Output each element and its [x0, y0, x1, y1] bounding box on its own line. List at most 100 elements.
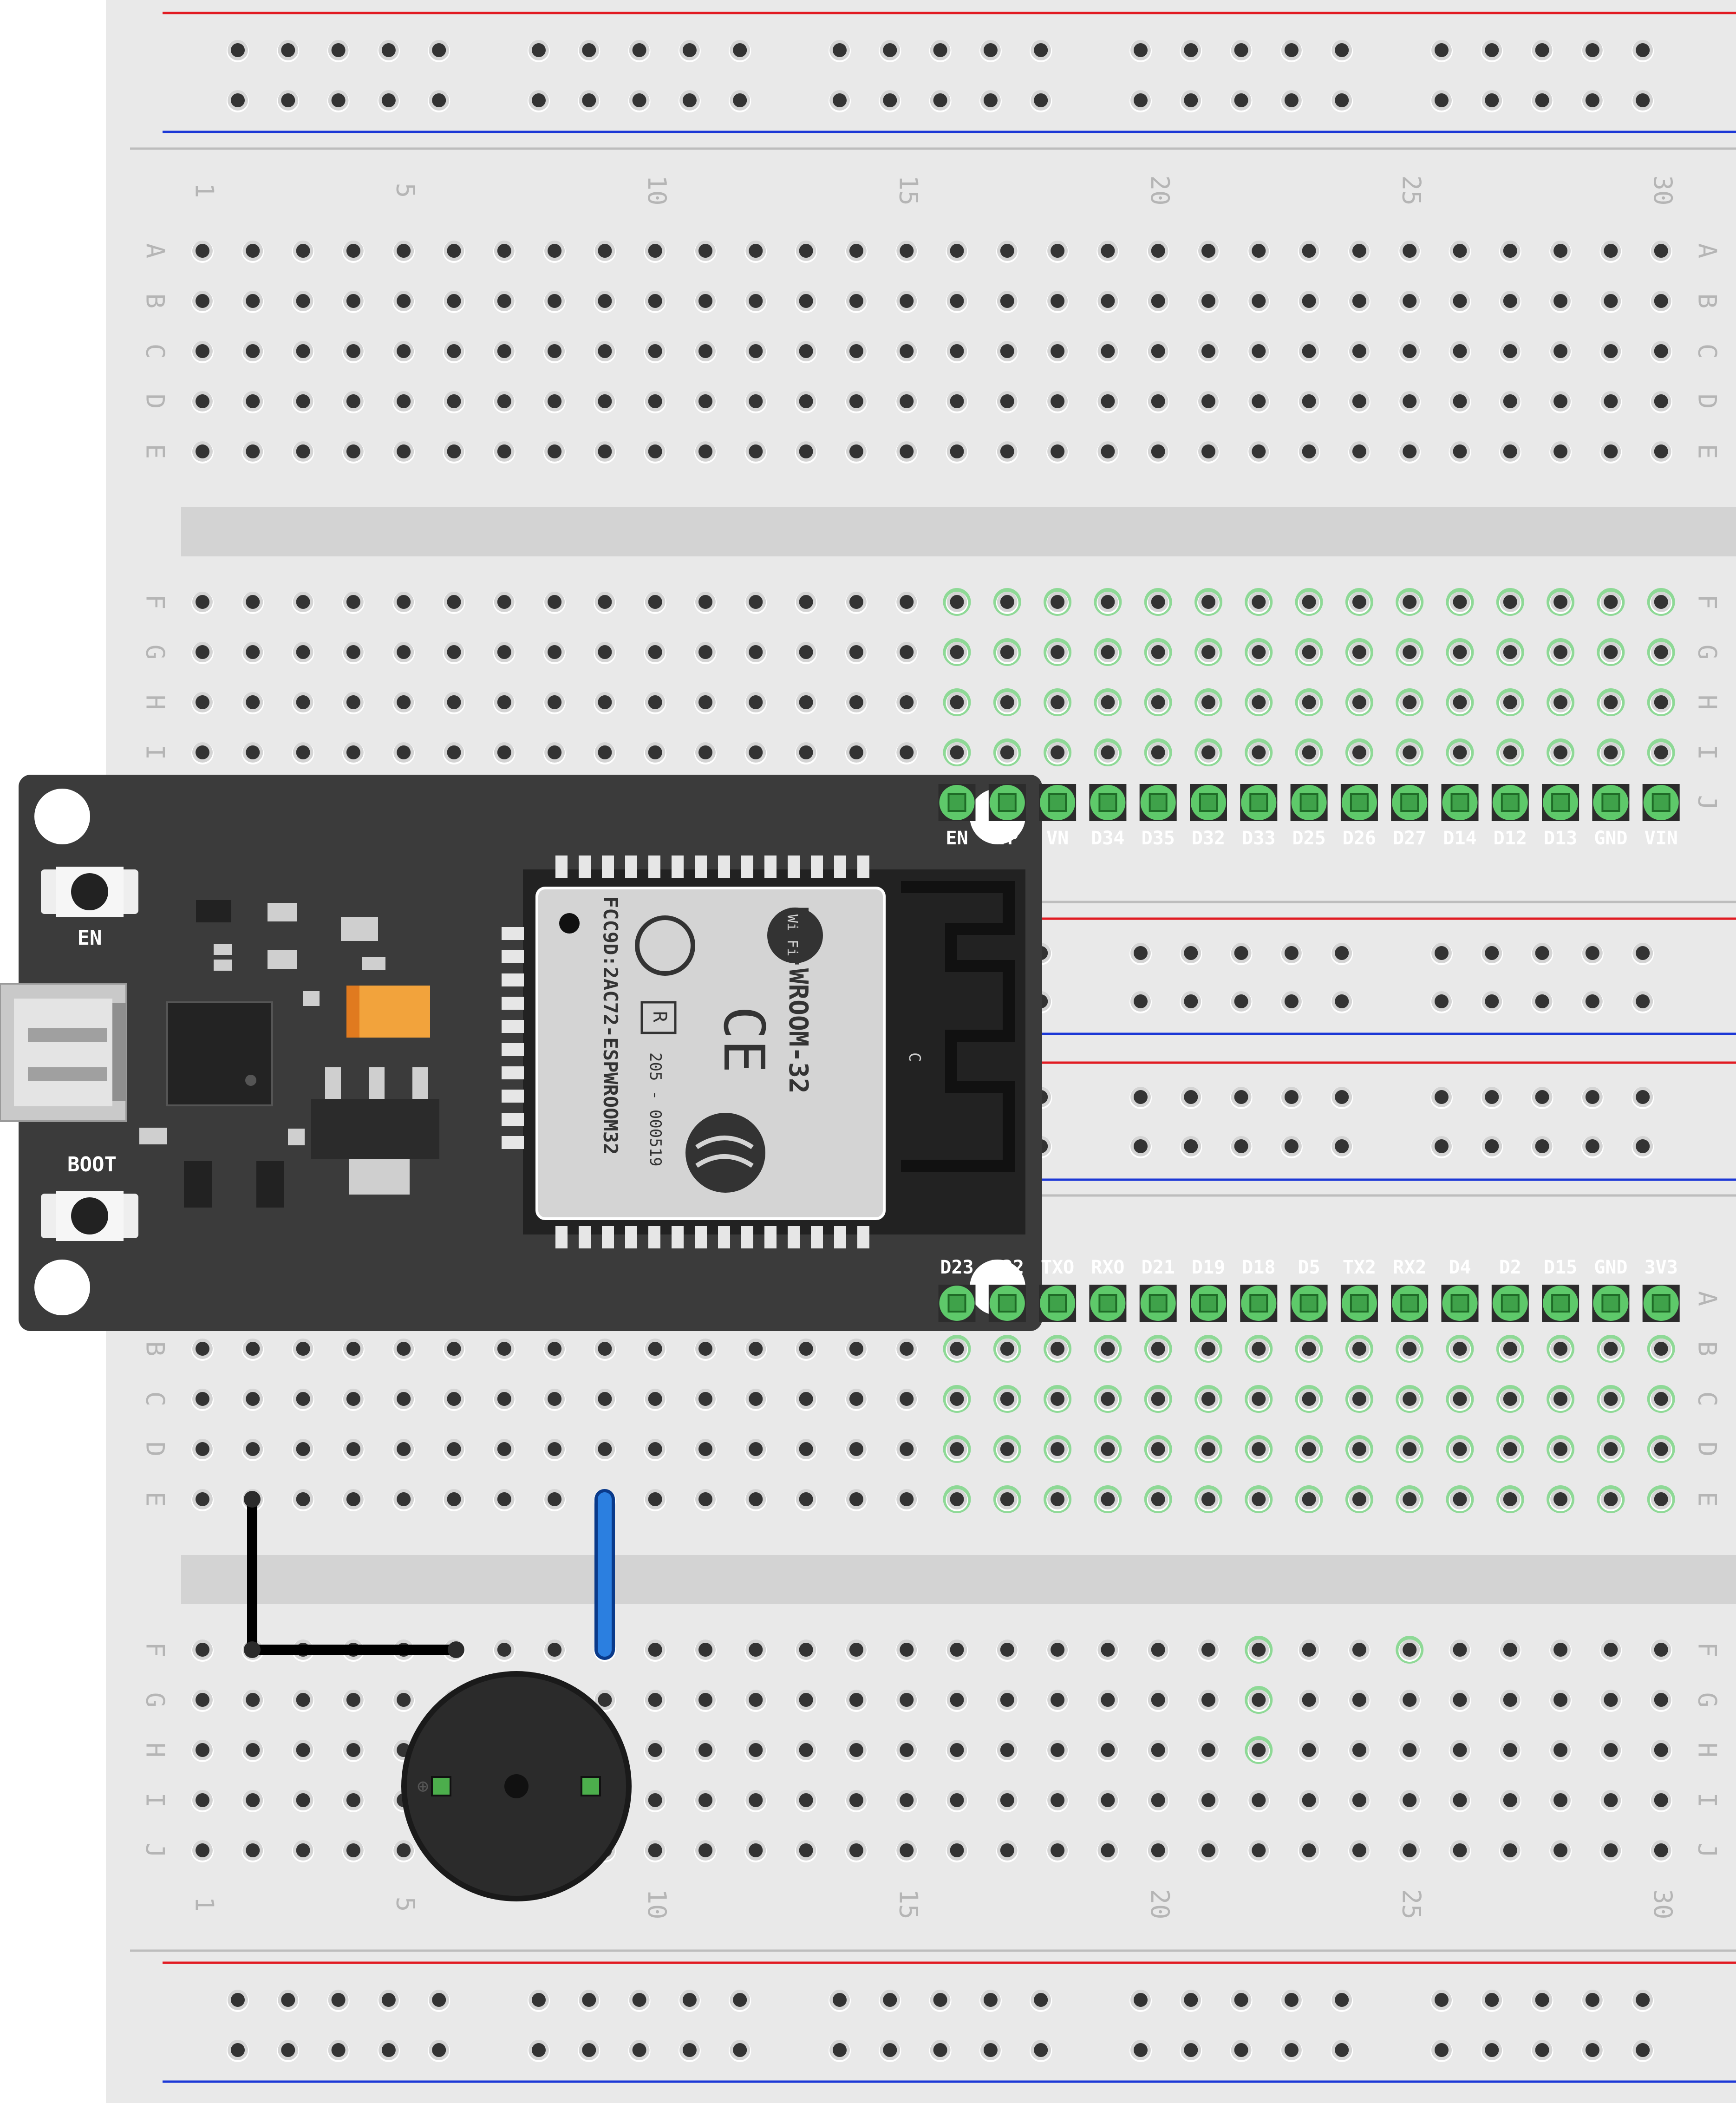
breadboard-hole[interactable] [744, 592, 767, 614]
breadboard-hole[interactable] [543, 1489, 566, 1511]
breadboard-hole[interactable] [1531, 90, 1553, 112]
breadboard-hole[interactable] [1331, 1990, 1353, 2012]
breadboard-hole[interactable] [1144, 1385, 1172, 1413]
breadboard-hole[interactable] [1295, 588, 1323, 616]
breadboard-hole[interactable] [1650, 1690, 1672, 1712]
breadboard-hole[interactable] [829, 40, 851, 62]
breadboard-hole[interactable] [1449, 241, 1471, 263]
breadboard-hole[interactable] [744, 742, 767, 764]
breadboard-hole[interactable] [996, 1740, 1018, 1762]
breadboard-hole[interactable] [191, 742, 214, 764]
breadboard-hole[interactable] [443, 1489, 465, 1511]
breadboard-hole[interactable] [241, 592, 264, 614]
breadboard-hole[interactable] [292, 391, 314, 413]
breadboard-hole[interactable] [943, 1485, 971, 1513]
breadboard-hole[interactable] [1345, 688, 1373, 716]
breadboard-hole[interactable] [1398, 391, 1421, 413]
header-pin[interactable] [1491, 784, 1529, 821]
breadboard-hole[interactable] [342, 642, 365, 664]
breadboard-hole[interactable] [795, 1690, 817, 1712]
breadboard-hole[interactable] [694, 1740, 717, 1762]
breadboard-hole[interactable] [1298, 1790, 1320, 1812]
breadboard-hole[interactable] [845, 692, 868, 714]
breadboard-hole[interactable] [1129, 1990, 1152, 2012]
breadboard-hole[interactable] [543, 742, 566, 764]
breadboard-hole[interactable] [594, 742, 616, 764]
breadboard-hole[interactable] [392, 291, 415, 313]
breadboard-hole[interactable] [744, 692, 767, 714]
breadboard-hole[interactable] [1295, 1485, 1323, 1513]
breadboard-hole[interactable] [241, 341, 264, 363]
breadboard-hole[interactable] [1129, 2040, 1152, 2062]
breadboard-hole[interactable] [292, 1690, 314, 1712]
breadboard-hole[interactable] [1280, 40, 1303, 62]
breadboard-hole[interactable] [1245, 638, 1273, 666]
breadboard-hole[interactable] [1430, 2040, 1453, 2062]
breadboard-hole[interactable] [342, 441, 365, 464]
breadboard-hole[interactable] [644, 341, 666, 363]
breadboard-hole[interactable] [1044, 738, 1072, 766]
breadboard-hole[interactable] [879, 40, 901, 62]
breadboard-hole[interactable] [1481, 90, 1503, 112]
breadboard-hole[interactable] [1345, 638, 1373, 666]
breadboard-hole[interactable] [744, 1439, 767, 1461]
breadboard-hole[interactable] [845, 241, 868, 263]
header-pin[interactable] [1441, 784, 1479, 821]
breadboard-hole[interactable] [744, 1840, 767, 1862]
breadboard-hole[interactable] [929, 2040, 952, 2062]
breadboard-hole[interactable] [543, 1389, 566, 1411]
breadboard-hole[interactable] [191, 241, 214, 263]
header-pin[interactable] [1542, 1285, 1579, 1322]
breadboard-hole[interactable] [1129, 40, 1152, 62]
breadboard-hole[interactable] [342, 592, 365, 614]
breadboard-hole[interactable] [1030, 90, 1052, 112]
breadboard-hole[interactable] [292, 441, 314, 464]
breadboard-hole[interactable] [1430, 40, 1453, 62]
breadboard-hole[interactable] [191, 1439, 214, 1461]
breadboard-hole[interactable] [1647, 1485, 1675, 1513]
breadboard-hole[interactable] [1197, 1740, 1220, 1762]
breadboard-hole[interactable] [1449, 1639, 1471, 1662]
breadboard-hole[interactable] [1581, 991, 1604, 1013]
breadboard-hole[interactable] [1647, 1335, 1675, 1363]
breadboard-hole[interactable] [744, 1690, 767, 1712]
breadboard-hole[interactable] [493, 291, 516, 313]
breadboard-hole[interactable] [1180, 2040, 1202, 2062]
breadboard-hole[interactable] [1348, 1740, 1371, 1762]
breadboard-hole[interactable] [1632, 991, 1654, 1013]
breadboard-hole[interactable] [1396, 738, 1424, 766]
breadboard-hole[interactable] [1499, 441, 1521, 464]
breadboard-hole[interactable] [1096, 291, 1119, 313]
breadboard-hole[interactable] [1496, 688, 1524, 716]
breadboard-hole[interactable] [1398, 241, 1421, 263]
breadboard-hole[interactable] [443, 391, 465, 413]
breadboard-hole[interactable] [1396, 1335, 1424, 1363]
breadboard-hole[interactable] [377, 90, 400, 112]
breadboard-hole[interactable] [644, 441, 666, 464]
breadboard-hole[interactable] [543, 1439, 566, 1461]
breadboard-hole[interactable] [1245, 1385, 1273, 1413]
header-pin[interactable] [1391, 784, 1429, 821]
breadboard-hole[interactable] [292, 1439, 314, 1461]
breadboard-hole[interactable] [1245, 1686, 1273, 1714]
breadboard-hole[interactable] [1597, 738, 1625, 766]
breadboard-hole[interactable] [996, 441, 1018, 464]
breadboard-hole[interactable] [845, 291, 868, 313]
breadboard-hole[interactable] [1398, 441, 1421, 464]
breadboard-hole[interactable] [1197, 391, 1220, 413]
breadboard-hole[interactable] [1531, 40, 1553, 62]
breadboard-hole[interactable] [993, 1335, 1021, 1363]
breadboard-hole[interactable] [493, 341, 516, 363]
breadboard-hole[interactable] [443, 341, 465, 363]
breadboard-hole[interactable] [1599, 341, 1622, 363]
breadboard-hole[interactable] [795, 692, 817, 714]
breadboard-hole[interactable] [277, 1990, 300, 2012]
breadboard-hole[interactable] [1180, 991, 1202, 1013]
breadboard-hole[interactable] [342, 1740, 365, 1762]
breadboard-hole[interactable] [895, 592, 918, 614]
breadboard-hole[interactable] [342, 1439, 365, 1461]
header-pin[interactable] [1190, 1285, 1227, 1322]
breadboard-hole[interactable] [528, 40, 550, 62]
breadboard-hole[interactable] [241, 1840, 264, 1862]
breadboard-hole[interactable] [879, 1990, 901, 2012]
